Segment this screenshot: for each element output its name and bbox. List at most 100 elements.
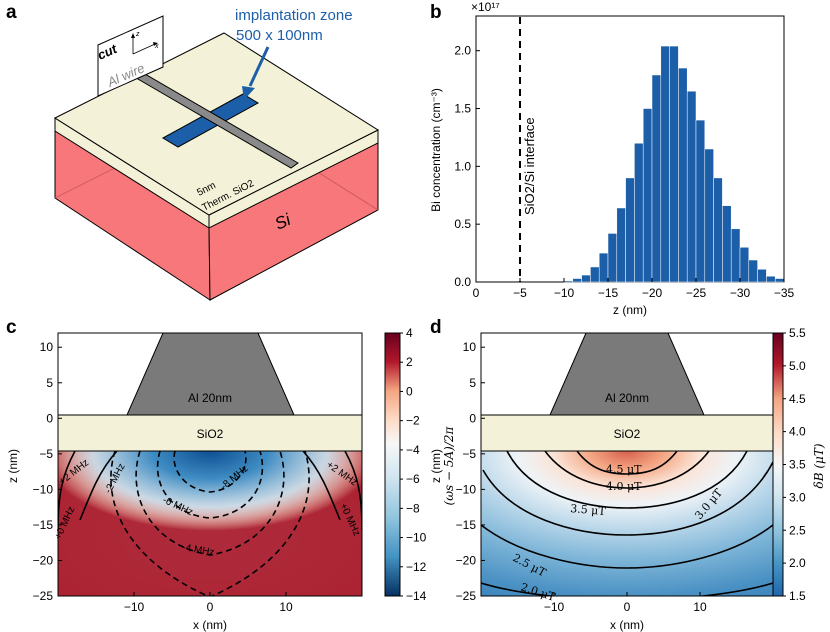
histogram-bar <box>695 119 706 283</box>
histogram-bar <box>722 205 732 283</box>
colorbar-tick-label: 4 <box>406 326 413 340</box>
d-xlabel: x (nm) <box>610 618 644 632</box>
x-tick-label: −10 <box>124 600 145 614</box>
x-tick-label: −25 <box>686 286 707 300</box>
b-y-ticks: 0.00.51.01.52.0 <box>454 44 480 289</box>
x-tick-label: −20 <box>642 286 663 300</box>
y-multiplier: ×10¹⁷ <box>471 0 500 14</box>
histogram-bar <box>678 67 688 283</box>
c-xlabel: x (nm) <box>193 618 227 632</box>
x-tick-label: −15 <box>598 286 619 300</box>
contour-c-minus8 <box>173 451 247 493</box>
y-tick-label: 5 <box>46 376 53 390</box>
x-tick-label: −5 <box>513 286 527 300</box>
y-tick-label: −25 <box>33 589 54 603</box>
colorbar-tick-label: −12 <box>406 560 427 574</box>
contour-d-label-2: 3.5 μT <box>570 502 607 518</box>
heatmap-d <box>481 451 773 596</box>
panel-letter-c: c <box>6 317 17 338</box>
panel-b: b ×10¹⁷ SiO2/Si interface 0−5−10−15−20−2… <box>429 0 795 317</box>
sio2-layer-c <box>57 414 363 452</box>
contour-d-2.0 <box>481 582 773 596</box>
y-tick-label: −5 <box>462 447 476 461</box>
b-xlabel: z (nm) <box>613 303 647 317</box>
y-tick-label: 2.0 <box>454 44 471 58</box>
contour-c-minus2 <box>110 451 310 596</box>
panel-letter-d: d <box>430 317 442 338</box>
histogram-bar <box>625 177 635 283</box>
y-tick-label: 0 <box>469 411 476 425</box>
interface-label: SiO2/Si interface <box>522 117 537 215</box>
y-tick-label: −10 <box>33 482 54 496</box>
contour-d-3.0 <box>482 461 773 536</box>
panel-letter-a: a <box>6 2 17 23</box>
contour-d-4.0 <box>544 451 710 489</box>
x-tick-label: −10 <box>554 286 575 300</box>
x-tick-label: 10 <box>693 600 707 614</box>
heatmap-c-core <box>58 451 362 596</box>
colorbar-tick-label: 4.0 <box>789 425 806 439</box>
d-colorbar-label: δB (μT) <box>812 443 826 488</box>
histogram-bar <box>598 252 609 283</box>
y-tick-label: −5 <box>39 447 53 461</box>
implant-size: 500 x 100nm <box>236 27 323 44</box>
x-arrowhead <box>153 42 158 46</box>
colorbar-tick-label: −4 <box>406 443 420 457</box>
histogram-bar <box>607 233 618 283</box>
histogram-bar <box>642 108 653 283</box>
panel-a: a cut z x Al wire implantation zone 500 … <box>6 2 380 301</box>
colorbar-tick-label: −8 <box>406 501 420 515</box>
histogram-bar <box>616 207 626 283</box>
d-ylabel: z (nm) <box>429 449 443 483</box>
contour-d-4.5 <box>576 451 678 475</box>
histogram-bar <box>572 278 582 283</box>
x-tick-label: 0 <box>473 286 480 300</box>
colorbar-tick-label: −14 <box>406 589 427 603</box>
histogram-bar <box>669 45 679 283</box>
colorbar-tick-label: −2 <box>406 414 420 428</box>
x-tick-label: 0 <box>624 600 631 614</box>
sio2-layer-d <box>480 414 774 452</box>
y-tick-label: 10 <box>40 340 54 354</box>
colorbar-tick-label: 2 <box>406 355 413 369</box>
al-label-c: Al 20nm <box>188 391 232 405</box>
histogram-bar <box>739 247 750 283</box>
histogram-bar <box>581 274 591 283</box>
histogram-bar <box>757 269 767 283</box>
histogram-bar <box>651 74 662 283</box>
contour-c-plus2-left <box>79 451 118 521</box>
y-tick-label: 0.0 <box>454 275 471 289</box>
al-label-d: Al 20nm <box>605 391 649 405</box>
colorbar-tick-label: 4.5 <box>789 392 806 406</box>
histogram-bar <box>713 177 723 283</box>
histogram-bar <box>590 266 600 283</box>
sio2-label-c: SiO2 <box>197 427 224 441</box>
colorbar-tick-label: 3.5 <box>789 458 806 472</box>
c-colorbar-label: (ωs − 5A)/2π <box>442 425 456 505</box>
x-axis-arrow <box>132 43 156 55</box>
colorbar-d <box>772 332 784 597</box>
histogram-bar <box>748 259 758 283</box>
contour-d-3.5 <box>506 451 748 509</box>
colorbar-tick-label: 5.0 <box>789 359 806 373</box>
x-tick-label: −35 <box>774 286 795 300</box>
colorbar-tick-label: −6 <box>406 472 420 486</box>
y-tick-label: 1.0 <box>454 159 471 173</box>
colorbar-tick-label: 1.5 <box>789 589 806 603</box>
contour-d-label-0: 4.5 μT <box>606 463 642 476</box>
panel-d: d 4.5 μT 4.0 μT 3.5 μT 3.0 μT 2.5 μT 2.0… <box>429 317 826 632</box>
histogram-bar <box>686 90 697 283</box>
y-tick-label: −15 <box>33 518 54 532</box>
y-tick-label: 0.5 <box>454 217 471 231</box>
implant-arrow <box>248 46 270 87</box>
b-ylabel: Bi concentration (cm⁻³) <box>429 88 443 212</box>
colorbar-tick-label: 5.5 <box>789 326 806 340</box>
axis-z-label: z <box>135 31 140 38</box>
b-x-ticks: 0−5−10−15−20−25−30−35 <box>473 278 795 300</box>
colorbar-c <box>384 332 401 597</box>
histogram-bar <box>660 45 670 283</box>
c-ylabel: z (nm) <box>6 449 20 483</box>
implant-arrowhead <box>242 86 255 100</box>
